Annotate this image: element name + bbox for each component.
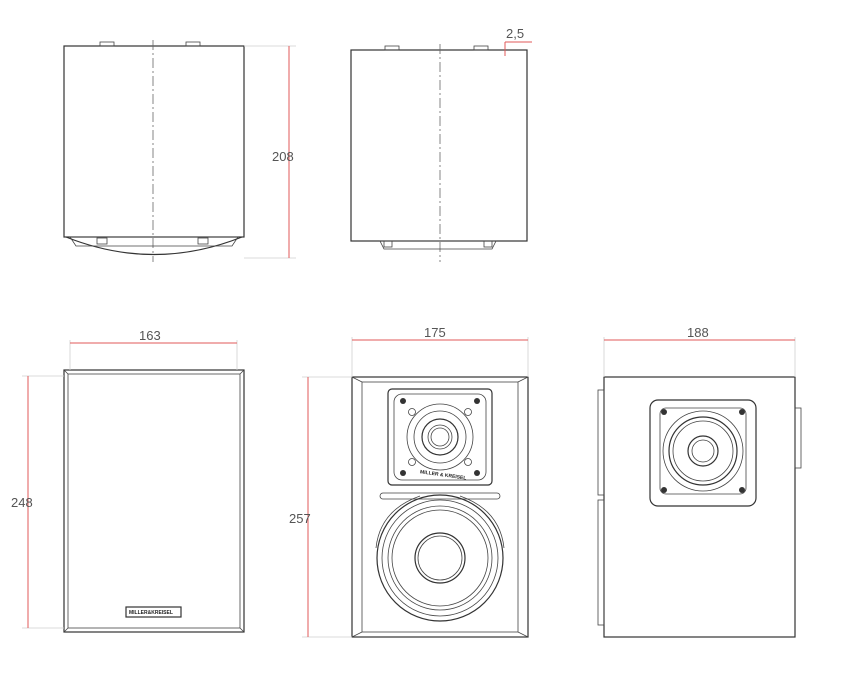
rear-width-label: 175: [424, 325, 446, 340]
side-width-label: 188: [687, 325, 709, 340]
top-depth-label: 208: [272, 149, 294, 164]
top-view-left: 208: [63, 40, 296, 262]
front-view-grille: MILLER&KREISEL 163 248: [11, 328, 245, 633]
woofer: [375, 492, 505, 622]
tweeter: MILLER & KREISEL: [387, 388, 493, 486]
front-width-label: 163: [139, 328, 161, 343]
grille-logo: MILLER&KREISEL: [129, 610, 173, 616]
rear-height-label: 257: [289, 511, 311, 526]
front-height-label: 248: [11, 495, 33, 510]
side-view: 188: [597, 325, 802, 638]
top-view-right: 2,5: [350, 26, 532, 262]
front-view-drivers: MILLER & KREISEL 175 257: [289, 325, 529, 638]
top-offset-label: 2,5: [506, 26, 524, 41]
